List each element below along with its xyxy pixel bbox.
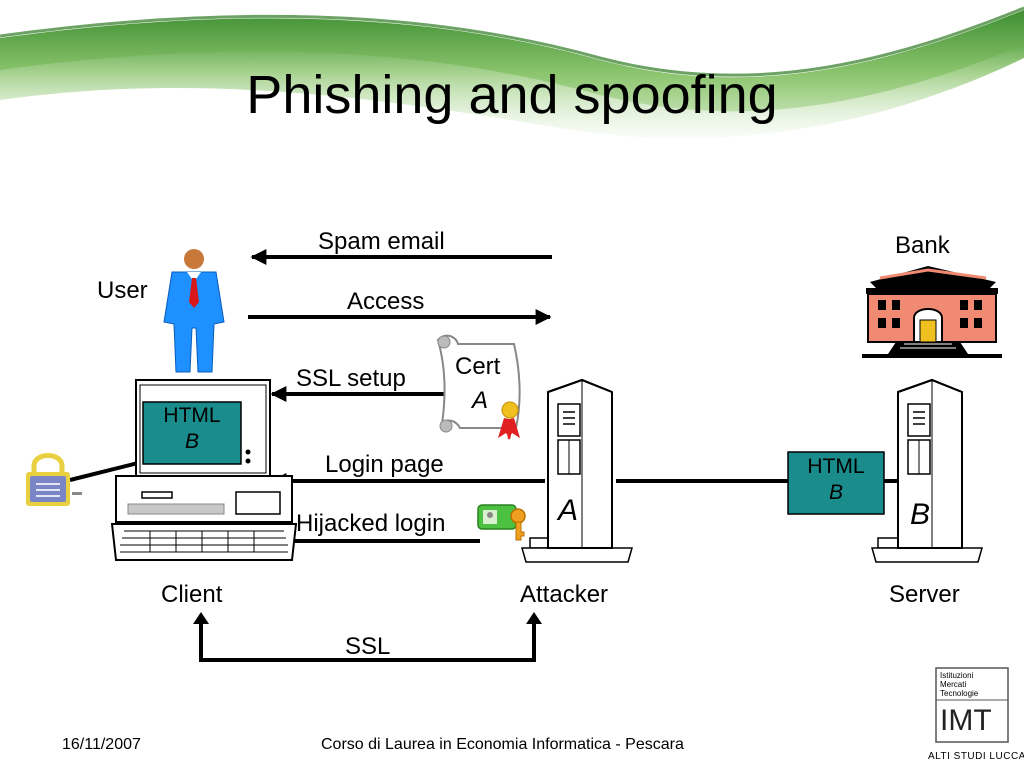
ssl-arrow-right bbox=[526, 612, 542, 624]
server-html-b: B bbox=[828, 481, 843, 504]
client-screen-html: HTML bbox=[163, 404, 221, 427]
credential-key-icon bbox=[477, 504, 526, 541]
client-computer bbox=[110, 379, 298, 561]
padlock-icon bbox=[26, 453, 82, 506]
logo-tagline: ALTI STUDI LUCCA bbox=[928, 751, 1024, 762]
login-page-label: Login page bbox=[325, 451, 444, 478]
logo-mark: IMT bbox=[940, 704, 992, 737]
bank-icon bbox=[862, 266, 1002, 358]
cert-owner: A bbox=[472, 387, 489, 414]
server-tower bbox=[871, 378, 983, 563]
logo-line1: Istituzioni bbox=[940, 671, 974, 680]
header-banner bbox=[0, 6, 1024, 148]
ssl-arrow-left bbox=[193, 612, 209, 624]
attacker-tower bbox=[521, 378, 633, 563]
attacker-label: Attacker bbox=[520, 581, 609, 608]
cert-label: Cert bbox=[455, 353, 501, 380]
server-html-label: HTML bbox=[807, 455, 865, 478]
server-label: Server bbox=[889, 581, 960, 608]
user-label: User bbox=[97, 277, 148, 304]
ssl-connector bbox=[199, 620, 536, 662]
logo-line2: Mercati bbox=[940, 680, 967, 689]
ssl-setup-label: SSL setup bbox=[296, 365, 406, 392]
client-screen-b: B bbox=[184, 430, 199, 453]
access-label: Access bbox=[347, 288, 425, 315]
lock-link-line bbox=[69, 460, 143, 482]
client-label: Client bbox=[161, 581, 223, 608]
server-html-box bbox=[787, 451, 885, 515]
ssl-label: SSL bbox=[345, 633, 391, 660]
page-title: Phishing and spoofing bbox=[246, 65, 778, 125]
hijacked-login-label: Hijacked login bbox=[296, 510, 446, 537]
logo-line3: Tecnologie bbox=[940, 689, 979, 698]
footer-course: Corso di Laurea in Economia Informatica … bbox=[321, 736, 684, 753]
bank-label: Bank bbox=[895, 232, 950, 259]
certificate-icon bbox=[436, 334, 521, 440]
user-figure bbox=[163, 249, 225, 373]
server-tower-letter: B bbox=[910, 498, 931, 531]
imt-logo bbox=[935, 667, 1009, 743]
footer-date: 16/11/2007 bbox=[62, 736, 141, 753]
spam-email-label: Spam email bbox=[318, 228, 445, 255]
attacker-tower-letter: A bbox=[558, 494, 579, 527]
